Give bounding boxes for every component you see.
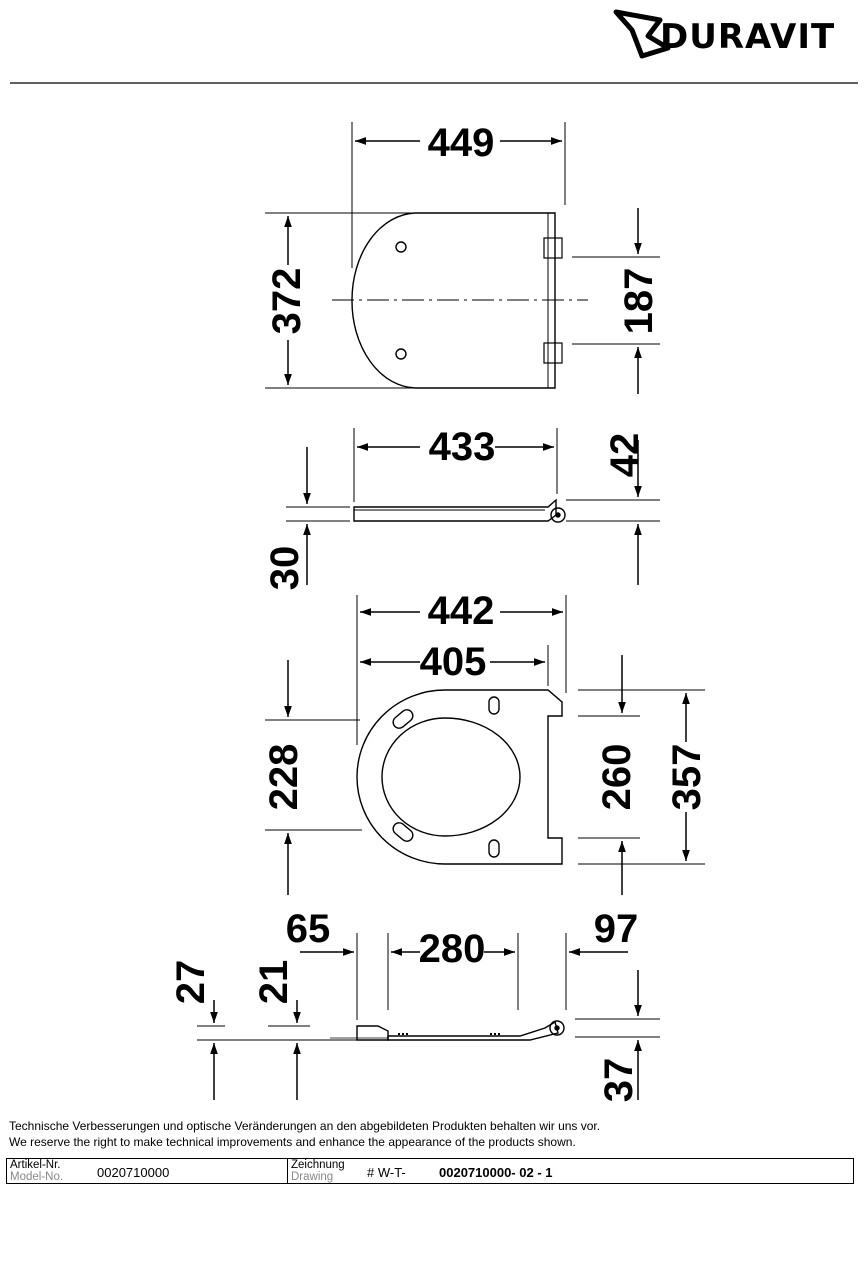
dim-buffer-spacing-280: 280 — [419, 927, 486, 971]
article-label-en: Model-No. — [10, 1171, 64, 1183]
seat-outline-underside — [356, 689, 563, 865]
dim-length-433: 433 — [429, 425, 496, 469]
article-number: 0020710000 — [97, 1165, 170, 1180]
article-cell: Artikel-Nr. Model-No. 0020710000 — [7, 1159, 288, 1183]
dim-width-449: 449 — [428, 121, 495, 165]
duravit-logo: DURAVIT — [613, 9, 835, 59]
dim-height-21: 21 — [252, 960, 296, 1005]
dim-height-42: 42 — [603, 433, 647, 478]
dim-height-27: 27 — [169, 960, 213, 1005]
dim-offset-rear-97: 97 — [594, 907, 639, 951]
article-label-de: Artikel-Nr. — [10, 1159, 61, 1171]
top-view — [265, 122, 660, 394]
dim-depth-372: 372 — [265, 268, 309, 335]
underside-view — [265, 595, 705, 895]
brand-name: DURAVIT — [660, 17, 835, 57]
dim-height-37: 37 — [597, 1058, 641, 1103]
disclaimer-english: We reserve the right to make technical i… — [9, 1135, 576, 1149]
dim-inner-length-405: 405 — [420, 640, 487, 684]
drawing-label-de: Zeichnung — [291, 1159, 345, 1171]
dim-hinge-block-260: 260 — [595, 744, 639, 811]
dim-overall-width-357: 357 — [665, 744, 709, 811]
side-view-closed — [286, 428, 660, 585]
drawing-cell: Zeichnung Drawing # W-T- 0020710000- 02 … — [287, 1159, 847, 1183]
dim-offset-front-65: 65 — [286, 907, 331, 951]
dim-thickness-30: 30 — [263, 546, 307, 591]
title-block: Artikel-Nr. Model-No. 0020710000 Zeichnu… — [6, 1158, 854, 1184]
disclaimer-german: Technische Verbesserungen und optische V… — [9, 1119, 601, 1133]
dim-front-228: 228 — [262, 744, 306, 811]
logo-mark-icon — [613, 9, 671, 59]
side-view-detail — [197, 933, 660, 1100]
dim-overall-length-442: 442 — [428, 589, 495, 633]
drawing-prefix: # W-T- — [367, 1165, 406, 1180]
dim-hinge-spacing-187: 187 — [617, 268, 661, 335]
drawing-label-en: Drawing — [291, 1171, 334, 1183]
drawing-number: 0020710000- 02 - 1 — [439, 1165, 553, 1180]
seat-opening — [381, 717, 521, 837]
